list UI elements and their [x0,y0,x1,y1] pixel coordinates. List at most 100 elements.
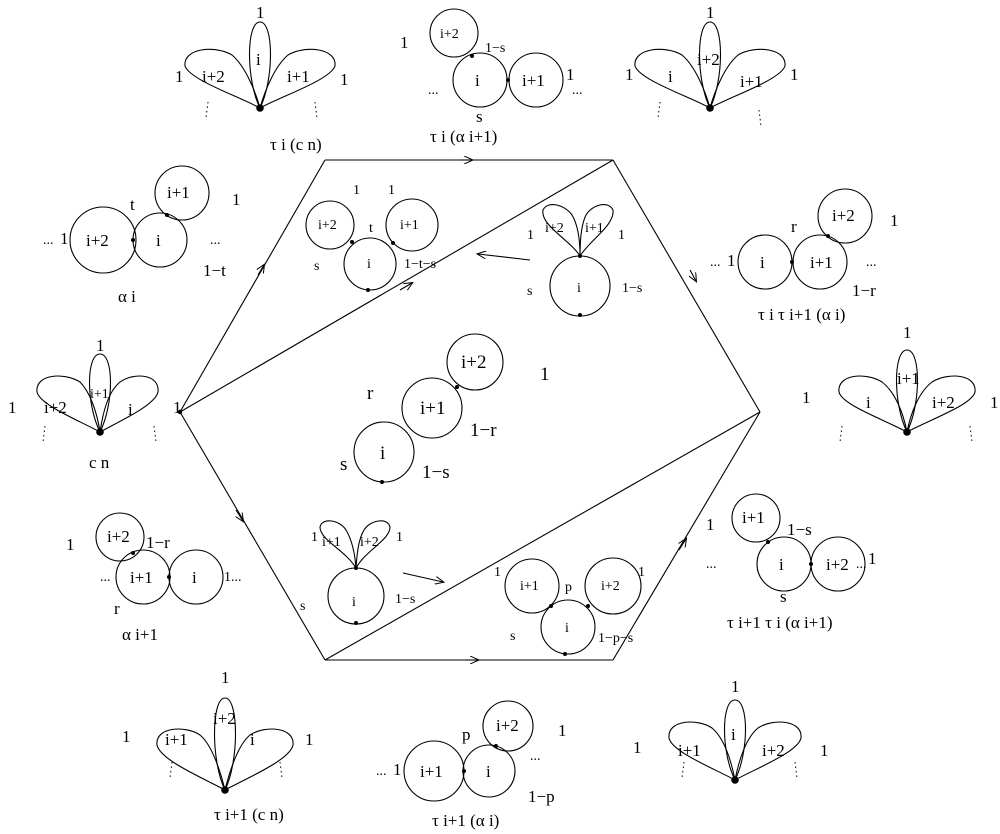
contact-dots [96,54,911,794]
label-i2: i+2 [107,527,130,546]
label-1-p: 1−p [528,787,555,806]
label-i: i [475,71,480,90]
label-one: 1 [790,65,799,84]
label-i1: i+1 [400,218,419,233]
label-dots: ... [856,557,867,572]
label-one: 1 [353,183,360,198]
label-one: 1 [990,393,999,412]
label-dots: ... [428,83,439,98]
label-i1: i+1 [678,741,701,760]
label-i2: i+2 [213,709,236,728]
caption-tau-i-alpha-i1: τ i (α i+1) [430,127,497,146]
label-i2: i+2 [697,50,720,69]
label-one: 1 [224,570,231,585]
label-i2: i+2 [86,231,109,250]
caption-tau-i1-alpha-i: τ i+1 (α i) [432,811,499,830]
label-dots: ... [706,557,717,572]
label-i2: i+2 [932,393,955,412]
label-1-s: 1−s [395,592,415,607]
label-i1: i+1 [810,253,833,272]
hexagon-edges [179,159,761,661]
label-one: 1 [566,65,575,84]
caption-alpha-i: α i [118,287,136,306]
label-dots: ... [210,233,221,248]
vertical-dots [42,101,973,779]
label-dots: ... [100,570,111,585]
label-i1: i+1 [742,508,765,527]
label-s: s [527,284,532,299]
label-one: 1 [633,738,642,757]
label-i2: i+2 [202,67,225,86]
label-one: 1 [396,530,403,545]
caption-tau-i-tau-i1-alpha-i: τ i τ i+1 (α i) [758,305,845,324]
label-one: 1 [122,727,131,746]
caption-tau-i1-cn: τ i+1 (c n) [214,805,284,824]
label-one: 1 [731,677,740,696]
label-i1: i+1 [585,221,604,236]
label-i1: i+1 [90,387,109,402]
label-one: 1 [173,398,182,417]
label-1-r: 1−r [146,533,170,552]
petals [36,21,976,792]
label-one: 1 [340,70,349,89]
label-one: 1 [311,530,318,545]
label-i: i [250,730,255,749]
label-i2: i+2 [461,352,487,373]
label-one: 1 [618,228,625,243]
label-one: 1 [727,251,736,270]
label-i: i [486,762,491,781]
label-i1: i+1 [165,730,188,749]
label-one: 1 [256,3,265,22]
label-one: 1 [558,721,567,740]
label-one: 1 [60,229,69,248]
label-i2: i+2 [318,218,337,233]
label-i2: i+2 [496,716,519,735]
label-one: 1 [175,67,184,86]
label-one: 1 [706,3,715,22]
label-dots: ... [866,255,877,270]
label-i1: i+1 [740,72,763,91]
label-1-s: 1−s [485,41,505,56]
label-one: 1 [494,565,501,580]
label-one: 1 [638,565,645,580]
text-labels: 1 i i+2 i+1 1 1 τ i (c n) 1 i+2 1−s i i+… [8,3,999,830]
label-one: 1 [8,398,17,417]
label-s: s [780,587,787,606]
label-1-s: 1−s [422,462,450,483]
label-dots: ... [530,749,541,764]
label-i: i [577,281,581,296]
label-r: r [367,383,374,404]
label-one: 1 [66,535,75,554]
label-one: 1 [802,388,811,407]
label-i: i [866,393,871,412]
label-p: p [565,580,572,595]
caption-alpha-i1: α i+1 [122,625,158,644]
label-1-s: 1−s [622,281,642,296]
label-s: s [314,259,319,274]
label-i: i [380,443,385,464]
label-one: 1 [820,741,829,760]
label-i1: i+1 [897,369,920,388]
label-s: s [476,107,483,126]
label-i2: i+2 [360,535,379,550]
caption-tau-i-cn: τ i (c n) [270,135,322,154]
label-one: 1 [305,730,314,749]
label-t: t [369,221,373,236]
label-1-t-s: 1−t−s [404,257,436,272]
label-i: i [668,67,673,86]
label-1-r: 1−r [470,420,497,441]
label-i1: i+1 [167,183,190,202]
label-s: s [340,454,347,475]
label-dots: ... [231,570,242,585]
label-i: i [367,257,371,272]
label-i: i [156,231,161,250]
label-1-r: 1−r [852,281,876,300]
label-one: 1 [890,211,899,230]
label-one: 1 [540,364,550,385]
label-dots: ... [710,255,721,270]
label-p: p [462,725,471,744]
label-i: i [256,50,261,69]
label-t: t [130,195,135,214]
